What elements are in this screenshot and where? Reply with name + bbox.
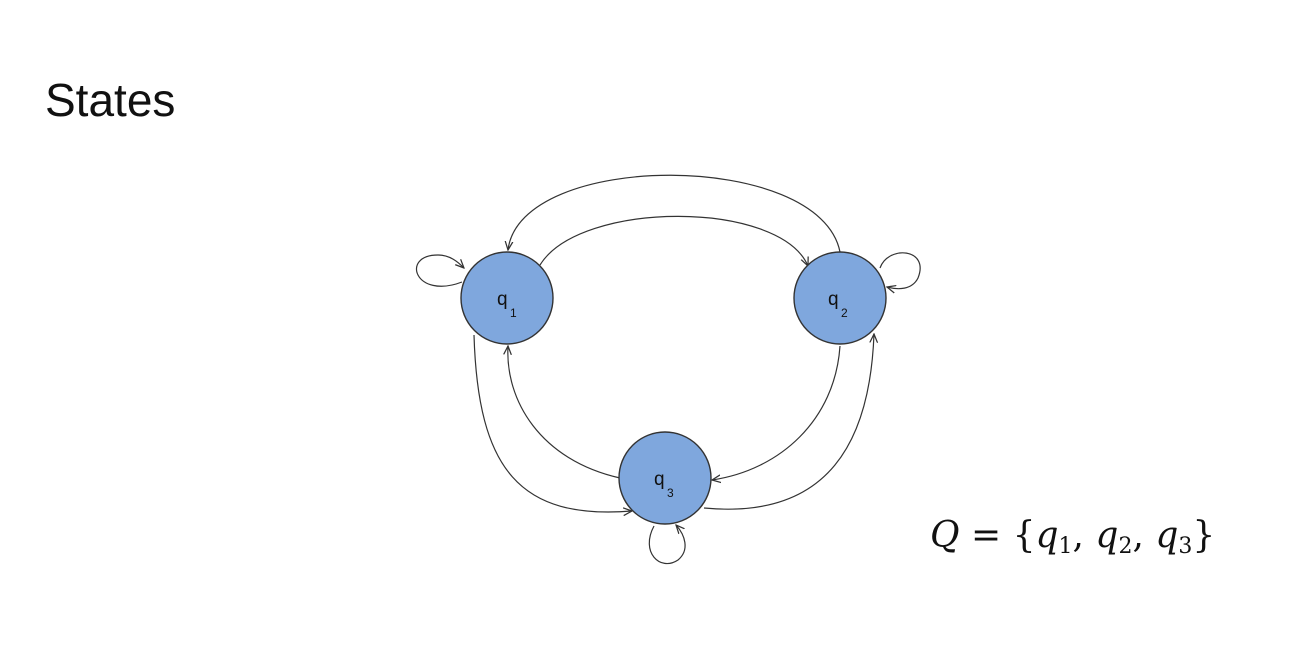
edge-q2-q2: [879, 252, 921, 289]
state-node-q1: q 1: [460, 251, 554, 345]
formula-separator-1: ,: [1072, 515, 1096, 556]
edge-q1-q3: [473, 334, 632, 512]
edge-q2-q3: [712, 345, 841, 480]
svg-text:3: 3: [667, 486, 674, 500]
edge-q2-q1: [508, 174, 841, 253]
state-node-q1-subscript: 1: [510, 306, 517, 320]
formula-equals-open-brace: = {: [959, 515, 1036, 556]
svg-text:q: q: [497, 289, 508, 310]
formula-item-3-label: q: [1155, 515, 1179, 556]
svg-text:1: 1: [510, 306, 517, 320]
state-node-q1-label: q: [497, 289, 508, 310]
state-node-q1-circle: [460, 251, 554, 345]
edge-q3-q3: [648, 525, 686, 565]
svg-text:q: q: [654, 469, 665, 490]
state-node-q3-subscript: 3: [667, 486, 674, 500]
formula-close-brace: }: [1192, 515, 1216, 556]
formula-item-2-subscript: 2: [1118, 534, 1133, 559]
formula-lhs: Q: [930, 515, 960, 556]
edge-q1-q1: [415, 254, 464, 287]
svg-text:2: 2: [841, 306, 848, 320]
edge-q3-q2: [703, 334, 874, 510]
slide-title: States: [45, 74, 176, 126]
state-node-q2-circle: [793, 251, 887, 345]
state-node-q2: q 2: [793, 251, 887, 345]
formula-item-3-subscript: 3: [1178, 534, 1193, 559]
state-node-q3: q 3: [618, 431, 712, 525]
edge-q1-q2: [539, 215, 808, 266]
formula-item-2-label: q: [1095, 515, 1119, 556]
formula-separator-2: ,: [1132, 515, 1156, 556]
state-node-q3-circle: [618, 431, 712, 525]
formula-item-1-label: q: [1035, 515, 1059, 556]
svg-text:q: q: [828, 289, 839, 310]
state-node-q3-label: q: [654, 469, 665, 490]
state-set-formula: Q = {q1, q2, q3}: [930, 515, 1215, 559]
edge-q3-q1: [508, 346, 621, 479]
state-node-q2-label: q: [828, 289, 839, 310]
formula-item-1-subscript: 1: [1058, 534, 1073, 559]
state-node-q2-subscript: 2: [841, 306, 848, 320]
